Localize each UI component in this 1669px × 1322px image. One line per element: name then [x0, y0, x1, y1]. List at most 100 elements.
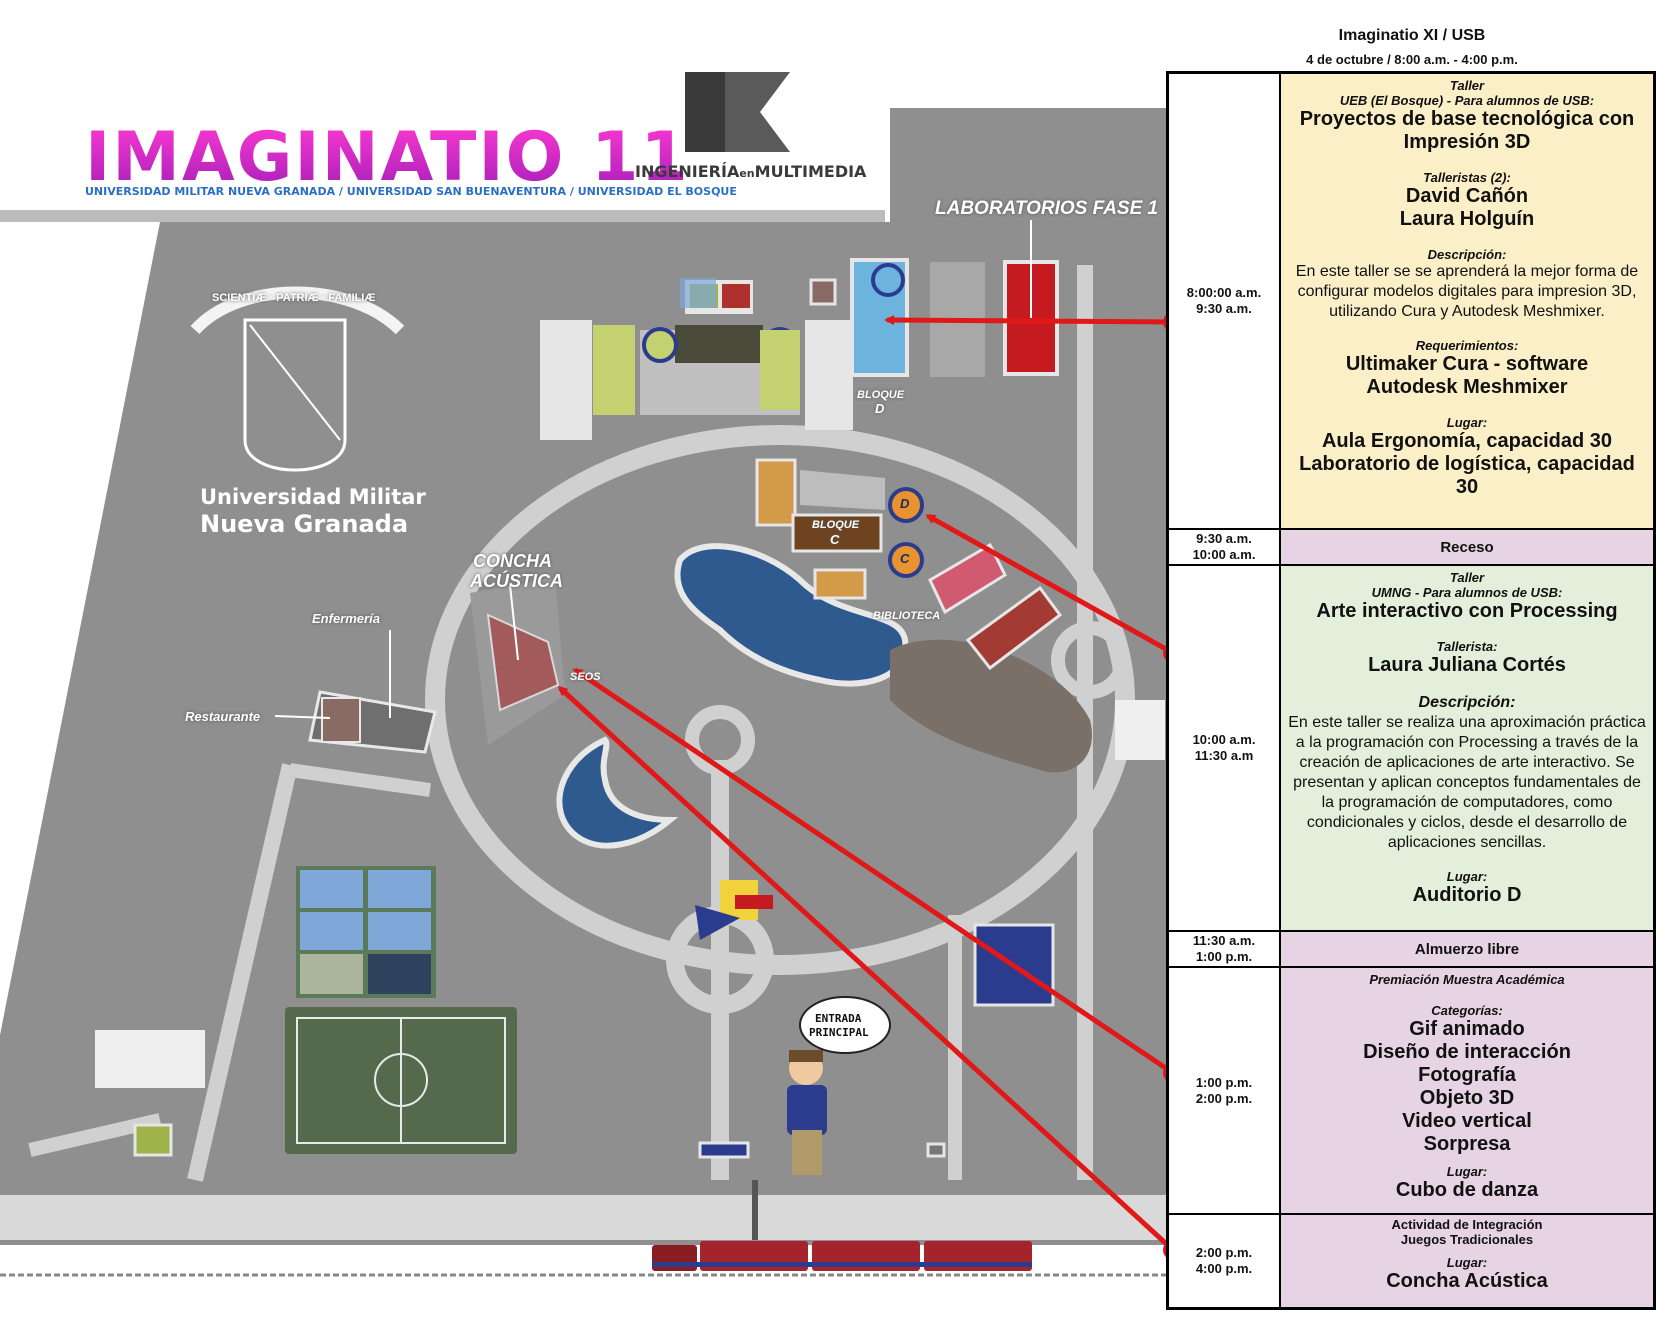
- building: [675, 325, 763, 363]
- building: [95, 1030, 205, 1088]
- label-biblioteca: BIBLIOTECA: [873, 610, 941, 622]
- row-4-time-start: 11:30 a.m.: [1192, 933, 1256, 948]
- row-separator: [1169, 966, 1653, 968]
- concha-acustica-building: [486, 613, 560, 712]
- row-5-place-1: Cubo de danza: [1395, 1179, 1539, 1201]
- university-crest-line: [249, 324, 341, 441]
- row-5-category: Diseño de interacción: [1363, 1041, 1571, 1063]
- building: [1115, 700, 1165, 760]
- court: [368, 912, 431, 950]
- enfermeria-building: [321, 697, 361, 743]
- bloque-c-building: [791, 513, 883, 553]
- row-1-place-label: Lugar:: [1446, 415, 1488, 430]
- university-name-1: Universidad Militar: [200, 485, 426, 509]
- label-leader-restaurante: [274, 715, 331, 719]
- row-3-content: Taller UMNG - Para alumnos de USB: Arte …: [1281, 566, 1653, 930]
- building: [760, 330, 800, 410]
- row-3-org: UMNG - Para alumnos de USB:: [1371, 585, 1563, 600]
- row-3-place-label: Lugar:: [1446, 869, 1488, 884]
- row-1-title-1: Proyectos de base tecnológica con: [1299, 108, 1635, 130]
- building: [680, 278, 716, 308]
- label-laboratorios: LABORATORIOS FASE 1: [935, 198, 1159, 219]
- row-2-time-start: 9:30 a.m.: [1196, 531, 1252, 546]
- row-1-req-2: Autodesk Meshmixer: [1366, 376, 1568, 398]
- row-3-kind: Taller: [1449, 570, 1485, 585]
- row-5-category: Fotografía: [1418, 1064, 1516, 1086]
- row-2-content: Receso: [1281, 530, 1653, 564]
- row-3-people-label: Tallerista:: [1436, 639, 1498, 654]
- row-3-desc: En este taller se realiza una aproximaci…: [1288, 714, 1646, 851]
- train-engine: [652, 1245, 697, 1271]
- label-entrada-1: ENTRADA: [815, 1012, 862, 1025]
- open-area: [890, 639, 1092, 773]
- court: [300, 870, 363, 908]
- label-concha-1: CONCHA: [473, 551, 552, 571]
- program-logo-text: INGENIERÍAenMULTIMEDIA: [635, 162, 866, 181]
- row-5-category: Gif animado: [1409, 1018, 1525, 1040]
- building: [973, 923, 1055, 1007]
- row-6-kind-1: Actividad de Integración: [1391, 1217, 1543, 1232]
- flag: [695, 905, 740, 940]
- arrow-to-concha-1: [572, 667, 1175, 1076]
- row-1-time-start: 8:00:00 a.m.: [1186, 285, 1262, 300]
- row-6-time-start: 2:00 p.m.: [1195, 1245, 1253, 1260]
- speech-bubble: [799, 996, 891, 1054]
- row-1-person-2: Laura Holguín: [1399, 208, 1535, 230]
- arrow-to-bloque-d: [884, 315, 1174, 326]
- row-1-title-2: Impresión 3D: [1403, 131, 1531, 153]
- row-5-time: 1:00 p.m. 2:00 p.m.: [1169, 968, 1281, 1213]
- row-1-org: UEB (El Bosque) - Para alumnos de USB:: [1339, 93, 1595, 108]
- row-5-category: Sorpresa: [1423, 1133, 1511, 1155]
- roundabout: [1051, 621, 1129, 699]
- university-name-2: Nueva Granada: [200, 510, 409, 538]
- road: [187, 763, 298, 1182]
- building: [809, 278, 837, 306]
- row-2-time-end: 10:00 a.m.: [1192, 547, 1256, 562]
- event-logo: IMAGINATIO 11: [85, 118, 690, 197]
- program-logo-b: en: [739, 167, 755, 180]
- row-3-place-1: Auditorio D: [1412, 884, 1522, 906]
- label-restaurante: Restaurante: [185, 709, 261, 724]
- row-5-place-label: Lugar:: [1446, 1164, 1488, 1179]
- event-universities: UNIVERSIDAD MILITAR NUEVA GRANADA / UNIV…: [85, 185, 737, 198]
- program-logo-c: MULTIMEDIA: [754, 162, 867, 181]
- building: [800, 470, 885, 510]
- label-concha-2: ACÚSTICA: [470, 571, 563, 591]
- lake: [556, 736, 679, 849]
- biblioteca-building: [813, 568, 867, 600]
- building: [965, 585, 1063, 671]
- row-4-time-end: 1:00 p.m.: [1195, 949, 1253, 964]
- header-shadow: [0, 210, 885, 222]
- row-1-content: Taller UEB (El Bosque) - Para alumnos de…: [1281, 74, 1653, 528]
- row-1-req-1: Ultimaker Cura - software: [1345, 353, 1589, 375]
- row-6-time-end: 4:00 p.m.: [1195, 1261, 1253, 1276]
- arrow-to-concha-2: [557, 685, 1175, 1252]
- flag: [735, 895, 773, 909]
- building: [755, 458, 797, 527]
- train-stripe: [652, 1262, 1032, 1267]
- row-1-time-end: 9:30 a.m.: [1196, 301, 1252, 316]
- row-5-time-end: 2:00 p.m.: [1195, 1090, 1253, 1106]
- marker-c-label: C: [900, 551, 910, 566]
- row-1-kind: Taller: [1449, 78, 1485, 93]
- student-figure: [787, 1085, 827, 1135]
- soccer-field-circle: [374, 1053, 428, 1107]
- row-1-person-1: David Cañón: [1405, 185, 1529, 207]
- marker-c-circle: [888, 542, 924, 578]
- row-separator: [1169, 1213, 1653, 1215]
- schedule-table: 8:00:00 a.m. 9:30 a.m. Taller UEB (El Bo…: [1166, 71, 1656, 1310]
- row-2-label: Receso: [1440, 538, 1494, 556]
- label-leader-concha: [509, 584, 519, 661]
- building: [805, 320, 853, 430]
- row-4-time: 11:30 a.m. 1:00 p.m.: [1169, 932, 1281, 966]
- row-4-label: Almuerzo libre: [1414, 940, 1520, 958]
- row-6-place-1: Concha Acústica: [1386, 1270, 1548, 1292]
- court: [368, 954, 431, 994]
- row-1-place-2: Laboratorio de logística, capacidad 30: [1299, 453, 1635, 498]
- row-separator: [1169, 564, 1653, 566]
- crest-motto: SCIENTIÆ · PATRIÆ · FAMILIÆ: [212, 292, 376, 304]
- row-1-place-1: Aula Ergonomía, capacidad 30: [1321, 430, 1613, 452]
- row-1-people-label: Talleristas (2):: [1423, 170, 1511, 185]
- row-3-time-start: 10:00 a.m.: [1192, 732, 1256, 747]
- label-bloque-c-2: C: [830, 532, 840, 547]
